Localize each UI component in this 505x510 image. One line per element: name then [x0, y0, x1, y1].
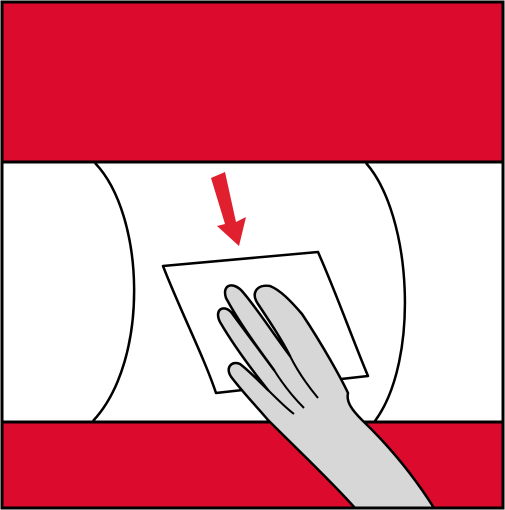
bottom-red-band — [2, 422, 503, 508]
top-red-band — [2, 2, 503, 162]
